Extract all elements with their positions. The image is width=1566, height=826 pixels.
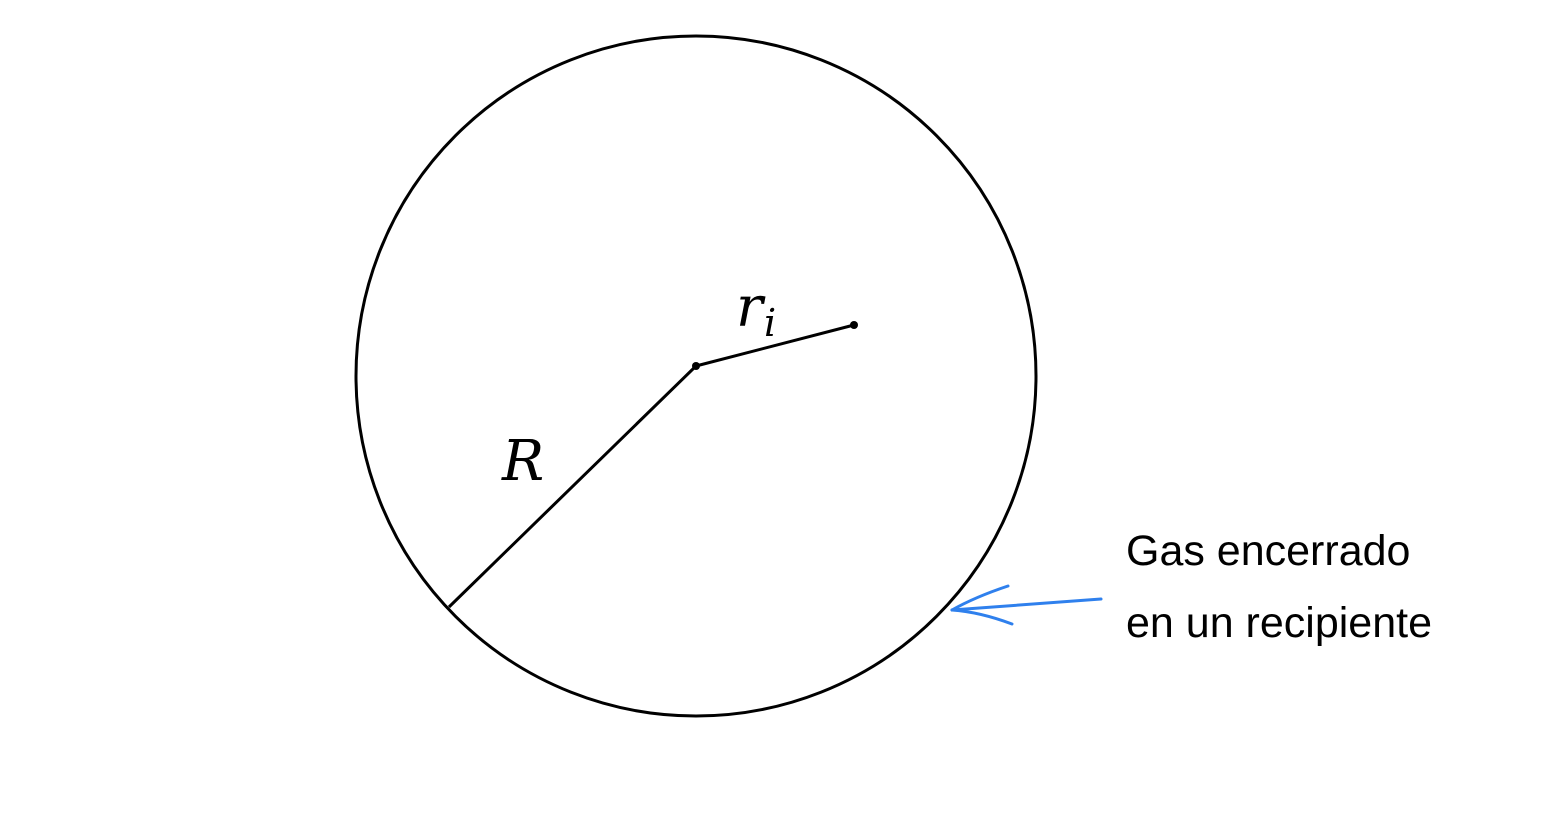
caption-line-2: en un recipiente — [1126, 599, 1432, 647]
pointer-arrow — [950, 584, 1103, 626]
center-point — [692, 362, 700, 370]
label-ri-base: r — [736, 275, 766, 340]
caption-line-1: Gas encerrado — [1126, 527, 1411, 575]
label-ri-subscript: i — [764, 301, 776, 345]
particle-point — [850, 321, 858, 329]
label-r: R — [501, 429, 544, 494]
container-circle — [354, 34, 1038, 718]
radius-r-line — [447, 364, 698, 609]
radius-ri-line — [695, 323, 855, 368]
container-caption: Gas encerrado en un recipiente — [1126, 515, 1432, 659]
